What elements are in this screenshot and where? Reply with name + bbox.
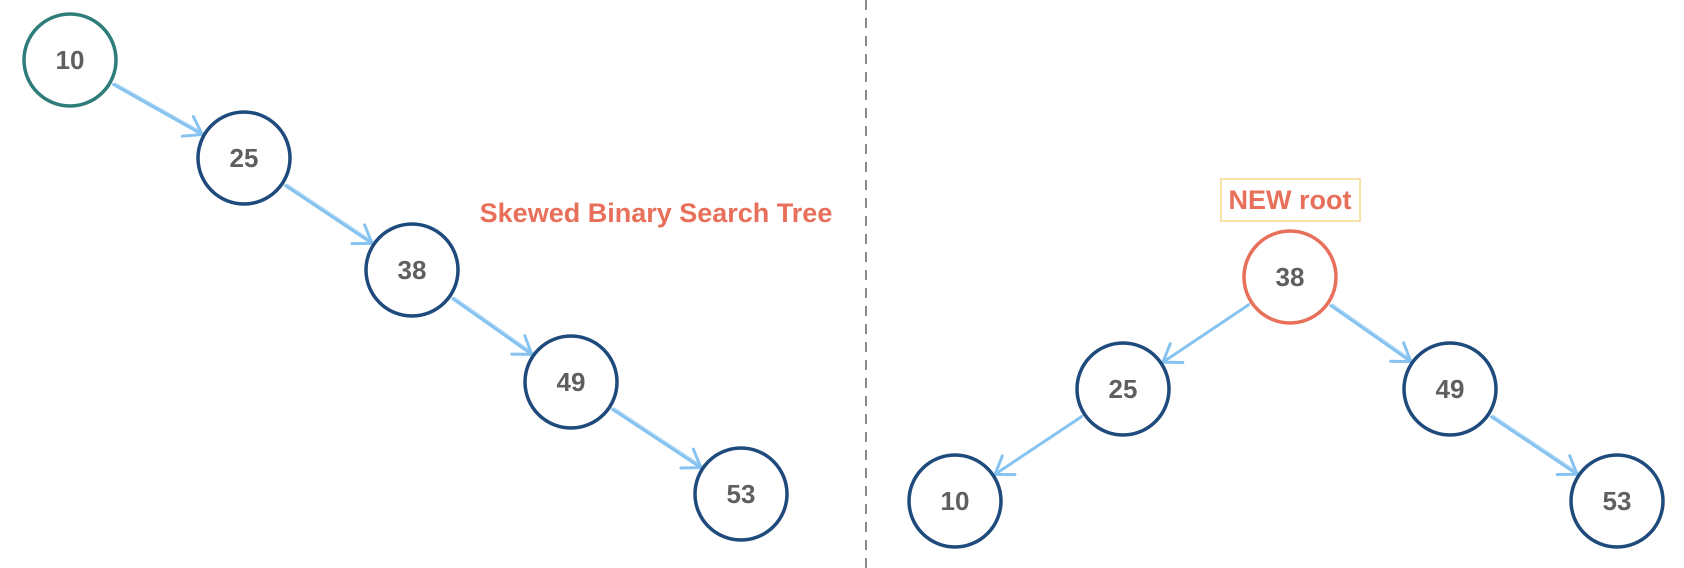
- right-edge-25-10: [993, 414, 1084, 477]
- left-edge-10-25: [112, 82, 205, 138]
- left-node-49-label: 49: [557, 367, 586, 397]
- left-node-25: 25: [196, 110, 292, 206]
- edges-layer: [112, 82, 1580, 477]
- left-node-10: 10: [22, 12, 118, 108]
- left-node-38-label: 38: [398, 255, 427, 285]
- right-node-49-circle: [1402, 341, 1498, 437]
- right-node-38-circle: [1242, 229, 1338, 325]
- right-node-49: 49: [1402, 341, 1498, 437]
- left-edge-49-53: [611, 407, 704, 470]
- left-node-38-circle: [364, 222, 460, 318]
- right-node-38: 38: [1242, 229, 1338, 325]
- left-node-53: 53: [693, 446, 789, 542]
- right-node-25: 25: [1075, 341, 1171, 437]
- right-node-53-label: 53: [1603, 486, 1632, 516]
- right-node-10: 10: [907, 453, 1003, 549]
- left-edge-38-49: [451, 296, 534, 356]
- right-node-38-label: 38: [1276, 262, 1305, 292]
- new-root-badge: NEW root: [1229, 185, 1352, 215]
- left-node-53-label: 53: [727, 479, 756, 509]
- right-node-10-circle: [907, 453, 1003, 549]
- right-node-53-circle: [1569, 453, 1665, 549]
- left-node-25-label: 25: [230, 143, 259, 173]
- right-edge-38-25: [1161, 302, 1251, 364]
- left-node-49-circle: [523, 334, 619, 430]
- left-tree-title: Skewed Binary Search Tree: [480, 198, 833, 228]
- right-node-53: 53: [1569, 453, 1665, 549]
- right-edge-49-53: [1490, 414, 1580, 476]
- left-node-10-circle: [22, 12, 118, 108]
- nodes-layer: 10 25 38 49 53 38 25 49 10 53: [22, 12, 1665, 549]
- right-node-25-circle: [1075, 341, 1171, 437]
- left-node-38: 38: [364, 222, 460, 318]
- left-node-53-circle: [693, 446, 789, 542]
- new-root-badge-frame: [1220, 178, 1361, 222]
- left-node-25-circle: [196, 110, 292, 206]
- right-node-10-label: 10: [941, 486, 970, 516]
- left-edge-25-38: [284, 183, 375, 246]
- left-node-49: 49: [523, 334, 619, 430]
- right-edge-38-49: [1329, 303, 1413, 363]
- left-node-10-label: 10: [56, 45, 85, 75]
- right-node-49-label: 49: [1436, 374, 1465, 404]
- right-node-25-label: 25: [1109, 374, 1138, 404]
